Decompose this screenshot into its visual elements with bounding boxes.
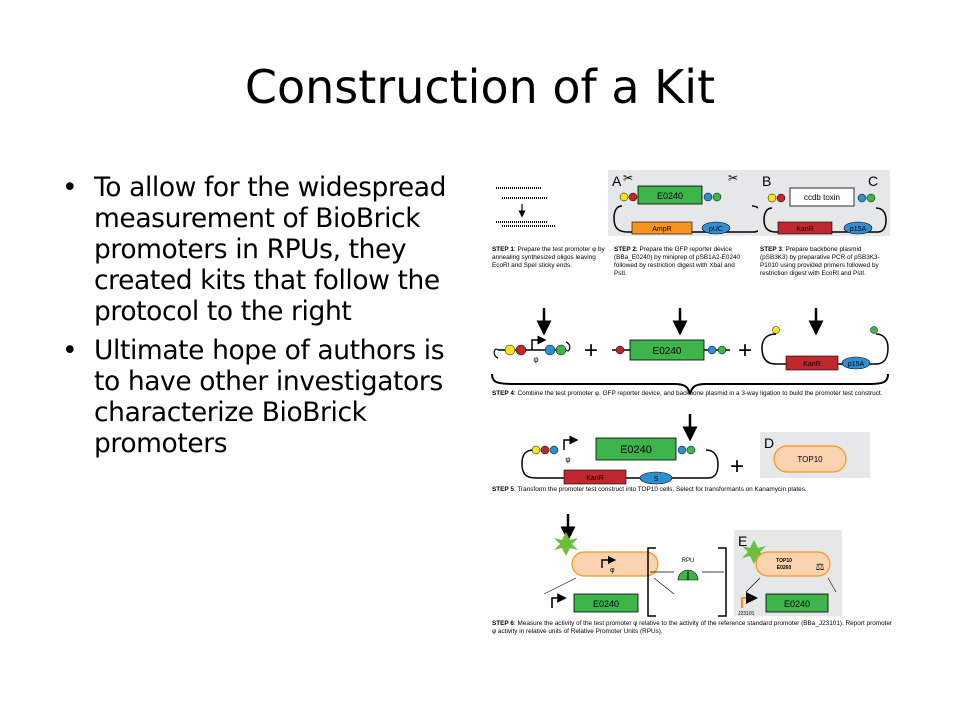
svg-text:p15A: p15A (848, 361, 865, 368)
e0240-fragment: E0240 (612, 339, 730, 361)
bullet-dot: • (62, 335, 78, 366)
test-cell-measurement: φ E0240 (543, 532, 675, 613)
svg-text:E0260: E0260 (777, 565, 792, 571)
rpu-meter: RPU (647, 547, 727, 617)
panel-label-a: A (612, 173, 622, 189)
step-6-text: STEP 6: Measure the activity of the test… (492, 620, 892, 635)
plus-sign: + (730, 453, 744, 480)
step-5-text: STEP 5: Transform the promoter test cons… (492, 486, 807, 493)
down-arrows (536, 308, 824, 336)
promoter-arrow-icon (531, 335, 547, 350)
svg-text:TOP10: TOP10 (797, 455, 823, 464)
bullet-text: Ultimate hope of authors is to have othe… (94, 335, 445, 459)
kanr-part (777, 221, 833, 235)
svg-text:TOP10: TOP10 (776, 558, 792, 564)
protocol-diagram: A E0240 AmpR pUC ✂ ✂ B C ccdb toxin KanR… (491, 170, 892, 635)
ampr-part (631, 221, 693, 235)
scale-icon: ⚖ (816, 562, 825, 573)
oligo-graphic (496, 187, 556, 227)
panel-label-c: C (868, 173, 878, 189)
bullet-item: • Ultimate hope of authors is to have ot… (62, 335, 452, 459)
plus-sign: + (738, 337, 752, 364)
svg-text:KanR: KanR (803, 361, 821, 368)
panel-a: A E0240 AmpR pUC ✂ ✂ (608, 170, 763, 236)
step-4-text: STEP 4: Combine the test promoter φ, GFP… (492, 390, 882, 397)
svg-text:S: S (654, 476, 659, 483)
top10-cell (773, 445, 847, 473)
svg-text:E0240: E0240 (620, 444, 652, 456)
bullet-item: • To allow for the widespread measuremen… (62, 172, 452, 327)
step-3-text: STEP 3: Prepare backbone plasmid (pSB3K3… (760, 246, 880, 277)
protocol-figure: A E0240 AmpR pUC ✂ ✂ B C ccdb toxin KanR… (484, 168, 894, 643)
svg-text:E0240: E0240 (593, 599, 619, 609)
scissors-icon: ✂ (623, 171, 633, 185)
step-1-text: STEP 1: Prepare the test promoter φ by a… (492, 246, 605, 269)
slide-title: Construction of a Kit (244, 60, 716, 114)
ccdb-part (789, 187, 855, 207)
bullet-list: • To allow for the widespread measuremen… (62, 172, 452, 467)
ccdb-label: ccdb toxin (804, 193, 840, 202)
promoter-fragment: φ (493, 335, 571, 364)
p15a-label: p15A (850, 226, 867, 233)
panel-label-d: D (764, 435, 774, 451)
kanr-label: KanR (796, 226, 814, 233)
bullet-text: To allow for the widespread measurement … (94, 172, 447, 327)
puc-label: pUC (709, 226, 723, 233)
bullet-dot: • (62, 172, 78, 203)
svg-text:E0240: E0240 (653, 346, 682, 357)
rpu-label: RPU (682, 558, 695, 564)
e0240-label: E0240 (657, 191, 683, 201)
promoter-test-construct: φ E0240 KanR S (521, 435, 719, 485)
plus-sign: + (584, 337, 598, 364)
e0240-part (637, 185, 703, 205)
svg-text:E0240: E0240 (784, 599, 810, 609)
ampr-label: AmpR (652, 226, 671, 233)
svg-text:KanR: KanR (586, 475, 604, 482)
panel-label-b: B (762, 173, 771, 189)
puc-part (701, 221, 731, 235)
panel-label-e: E (738, 533, 747, 549)
p15a-part (843, 221, 873, 235)
svg-text:φ: φ (610, 567, 615, 574)
backbone-fragment: KanR p15A (761, 326, 889, 371)
brace (491, 373, 889, 395)
scissors-icon: ✂ (728, 171, 738, 185)
j23101-label: J23101 (738, 611, 755, 617)
phi-label: φ (533, 355, 538, 364)
fluorescence-star-icon (554, 532, 578, 556)
panel-e: E TOP10 E0260 ⚖ J23101 E0240 (734, 530, 842, 617)
fluorescence-star-icon (742, 540, 766, 564)
step-2-text: STEP 2: Prepare the GFP reporter device … (614, 246, 740, 277)
panel-d: D TOP10 (760, 432, 870, 478)
panel-b: B C ccdb toxin KanR p15A (758, 170, 890, 236)
svg-text:φ: φ (565, 455, 570, 464)
